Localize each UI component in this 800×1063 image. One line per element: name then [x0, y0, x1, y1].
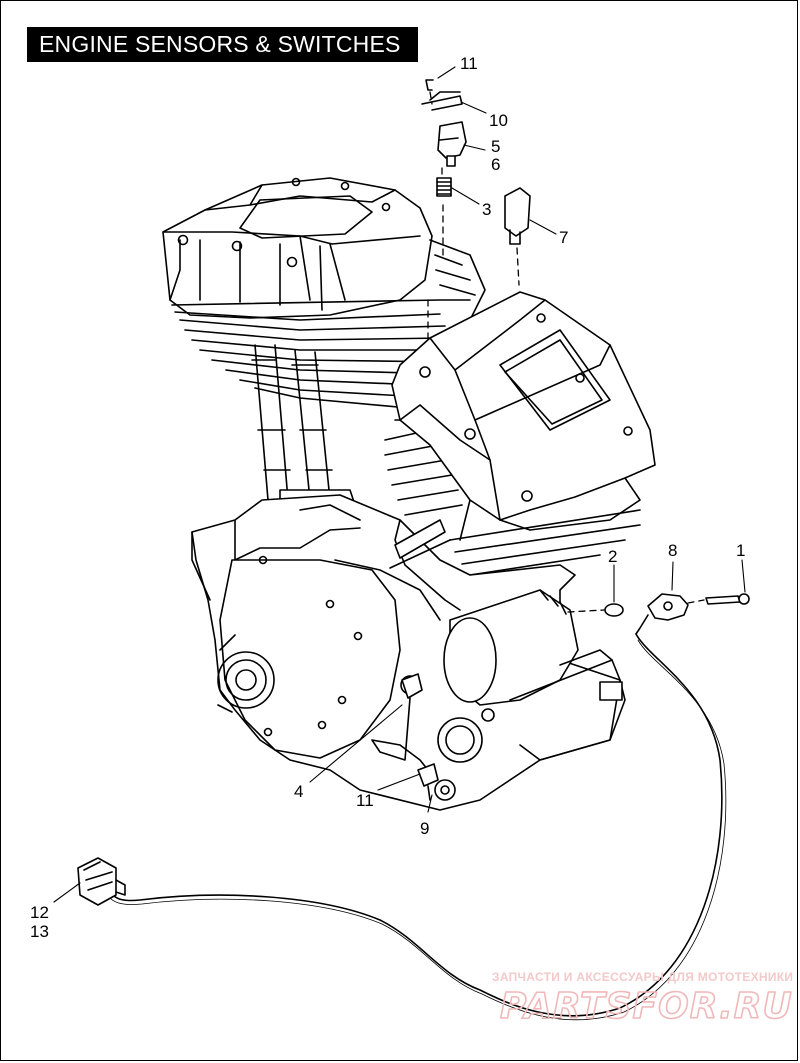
watermark-subtitle: ЗАПЧАСТИ И АКСЕССУАРЫ ДЛЯ МОТОТЕХНИКИ [492, 970, 793, 984]
callout-9: 9 [420, 819, 429, 838]
callout-4: 4 [294, 782, 303, 801]
watermark-logo: PARTSFOR.RU [500, 986, 793, 1027]
ckp-connector [77, 857, 126, 906]
rear-cylinder-fins [171, 239, 486, 411]
pushrod-tubes [251, 344, 356, 506]
ckp-sensor-screw [705, 593, 750, 605]
callout-8: 8 [668, 541, 677, 560]
map-sensor-bracket [421, 79, 463, 111]
starter-motor [437, 589, 623, 763]
callout-12: 12 [30, 903, 49, 922]
ckp-sensor-cable [107, 633, 727, 1021]
installation-lines [427, 91, 705, 613]
callout-7: 7 [559, 228, 568, 247]
neutral-switch [417, 763, 439, 801]
callout-11-top: 11 [460, 54, 478, 73]
page-title-text: ENGINE SENSORS & SWITCHES [39, 31, 401, 57]
rear-cylinder-head [162, 177, 433, 319]
page-title: ENGINE SENSORS & SWITCHES [27, 27, 418, 62]
leader-lines [53, 66, 746, 903]
callout-labels: 11 10 5 6 3 7 2 8 1 4 11 9 12 13 [30, 54, 745, 941]
oil-pressure-switch [504, 187, 531, 245]
map-sensor [437, 121, 467, 167]
callout-13: 13 [30, 922, 49, 941]
callout-6: 6 [491, 155, 500, 174]
callout-3: 3 [482, 200, 491, 219]
watermark: ЗАПЧАСТИ И АКСЕССУАРЫ ДЛЯ МОТОТЕХНИКИ PA… [492, 970, 793, 1028]
callout-1: 1 [736, 541, 745, 560]
callout-5: 5 [491, 137, 500, 156]
callout-2: 2 [608, 547, 617, 566]
ckp-sensor [635, 593, 689, 635]
front-cylinder-head [391, 291, 656, 531]
callout-10: 10 [489, 111, 508, 130]
map-sensor-seal [436, 177, 452, 197]
oil-temp-sensor [371, 673, 429, 771]
ckp-sensor-o-ring [604, 603, 624, 617]
callout-11-bottom: 11 [356, 791, 374, 810]
